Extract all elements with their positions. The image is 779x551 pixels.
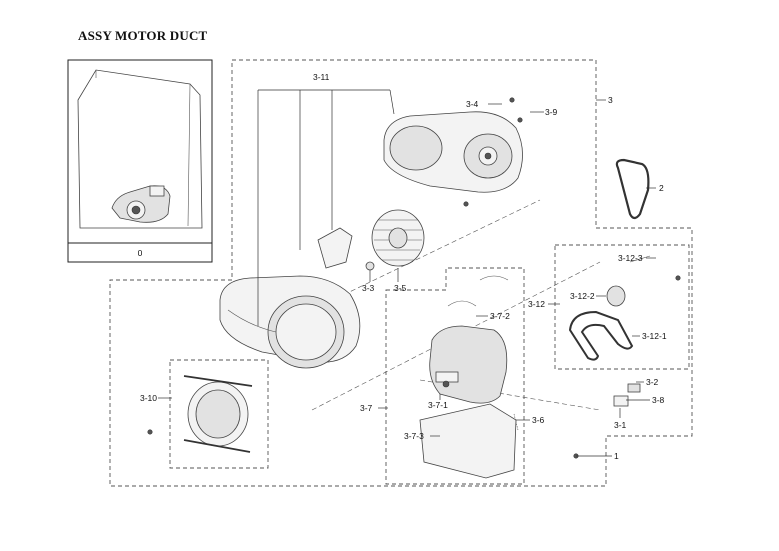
- callout-3-8: 3-8: [652, 395, 665, 405]
- callout-3-12: 3-12: [528, 299, 545, 309]
- callout-3-3: 3-3: [362, 283, 375, 293]
- fan-bracket: [317, 227, 353, 269]
- idler-assembly: [568, 255, 651, 361]
- callout-3-2: 3-2: [646, 377, 659, 387]
- blower-fan: [371, 209, 425, 267]
- callout-2: 2: [659, 183, 664, 193]
- nut-icon: [365, 261, 375, 271]
- drive-belt: [615, 158, 650, 220]
- callout-3-7-1: 3-7-1: [428, 400, 448, 410]
- assembly-inset: 0: [67, 59, 213, 263]
- front-duct-housing: [219, 275, 361, 369]
- callout-3-7-2: 3-7-2: [490, 311, 510, 321]
- switch-holder: [613, 395, 629, 407]
- callout-3-12-1: 3-12-1: [642, 331, 667, 341]
- switch-part: [627, 383, 641, 393]
- inset-motor-assembly-icon: [111, 185, 171, 223]
- group-3-10-boundary: [169, 359, 269, 469]
- callout-3-7: 3-7: [360, 403, 373, 413]
- callout-3-4: 3-4: [466, 99, 479, 109]
- seal-ring: [183, 375, 253, 453]
- callout-3-1: 3-1: [614, 420, 627, 430]
- callout-3-11: 3-11: [313, 72, 330, 82]
- callout-3-12-2: 3-12-2: [570, 291, 595, 301]
- group-3-7-boundary: [385, 267, 525, 485]
- callout-3-12-3: 3-12-3: [618, 253, 643, 263]
- callout-3-6: 3-6: [532, 415, 545, 425]
- callout-1: 1: [614, 451, 619, 461]
- assembly-3-boundary: [109, 59, 693, 487]
- callout-3-10: 3-10: [140, 393, 157, 403]
- callout-3-9: 3-9: [545, 107, 558, 117]
- callout-3-7-3: 3-7-3: [404, 431, 424, 441]
- callout-3: 3: [608, 95, 613, 105]
- diagram-title: ASSY MOTOR DUCT: [78, 28, 208, 43]
- callout-3-5: 3-5: [394, 283, 407, 293]
- rear-duct-cover: [383, 111, 523, 193]
- drive-motor: [429, 325, 508, 404]
- inset-label: 0: [138, 248, 143, 258]
- motor-bracket: [419, 403, 517, 479]
- group-3-12-boundary: [554, 244, 690, 370]
- screw-icons: [147, 97, 681, 459]
